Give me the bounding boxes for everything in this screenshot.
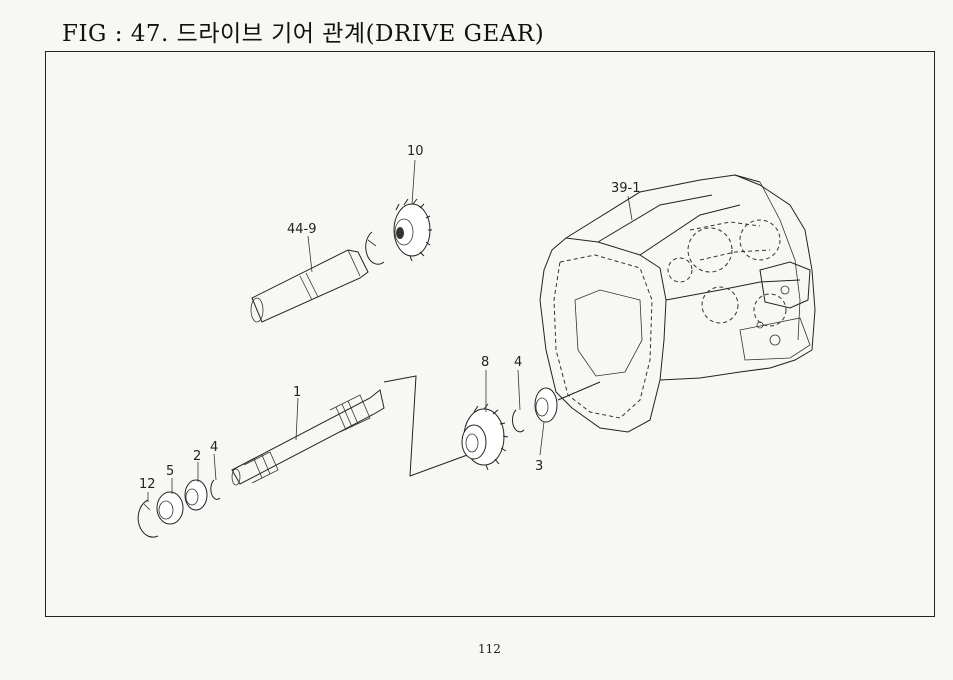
callout-2: 2 bbox=[193, 449, 201, 464]
gear-10 bbox=[393, 198, 432, 262]
bearing-2 bbox=[184, 479, 208, 511]
transmission-case bbox=[539, 174, 816, 433]
diagram-frame bbox=[45, 51, 935, 617]
callout-39-1: 39-1 bbox=[611, 181, 641, 196]
callout-1: 1 bbox=[293, 385, 301, 400]
callout-4-upper: 4 bbox=[514, 355, 522, 370]
bearing-3 bbox=[534, 381, 601, 423]
snap-ring-12 bbox=[137, 499, 159, 538]
snap-ring-4-upper bbox=[511, 409, 525, 433]
page-number: 112 bbox=[478, 642, 501, 656]
leader-lines bbox=[147, 159, 633, 502]
snap-ring-small bbox=[365, 231, 385, 265]
figure-title: FIG : 47. 드라이브 기어 관계(DRIVE GEAR) bbox=[62, 21, 545, 47]
collar-5 bbox=[156, 491, 184, 525]
gear-8 bbox=[461, 403, 509, 471]
alignment-line bbox=[383, 375, 471, 477]
callout-3: 3 bbox=[535, 459, 543, 474]
shaft-44-9 bbox=[250, 249, 369, 323]
callout-4-lower: 4 bbox=[210, 440, 218, 455]
input-shaft-1 bbox=[231, 389, 385, 486]
callout-5: 5 bbox=[166, 464, 174, 479]
callout-44-9: 44-9 bbox=[287, 222, 317, 237]
callout-10: 10 bbox=[407, 144, 424, 159]
callout-8: 8 bbox=[481, 355, 489, 370]
snap-ring-4-lower bbox=[210, 479, 221, 500]
callout-12: 12 bbox=[139, 477, 156, 492]
